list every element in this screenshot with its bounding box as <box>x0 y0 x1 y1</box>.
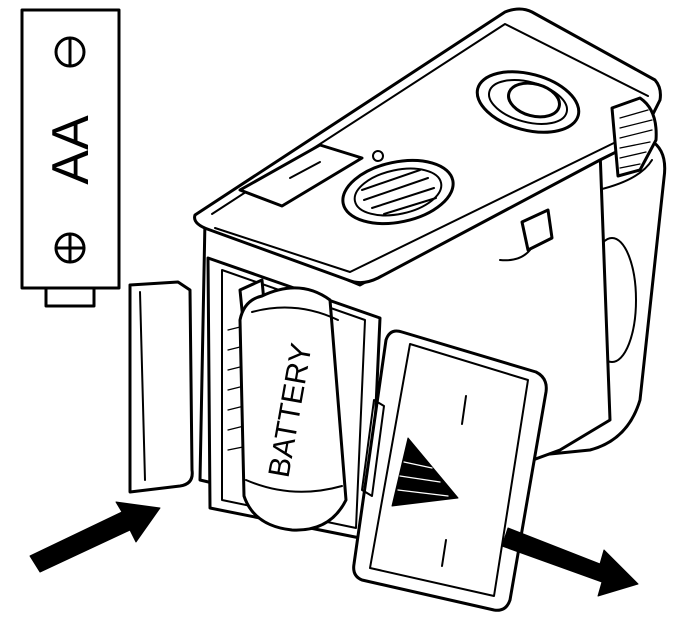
remove-arrow-icon <box>501 527 639 597</box>
film-winder-icon <box>610 96 658 178</box>
rewind-knob-icon <box>341 158 455 226</box>
battery-door <box>352 329 548 612</box>
plus-symbol-icon <box>54 232 86 264</box>
minus-symbol-icon <box>54 36 86 68</box>
shutter-button-icon <box>475 70 581 134</box>
triangle-arrow-icon <box>391 437 459 507</box>
battery-cell: BATTERY <box>238 286 348 532</box>
insert-arrow-icon <box>29 501 161 573</box>
battery-type-label: AA <box>42 115 100 185</box>
aa-battery-icon: AA <box>20 8 121 308</box>
